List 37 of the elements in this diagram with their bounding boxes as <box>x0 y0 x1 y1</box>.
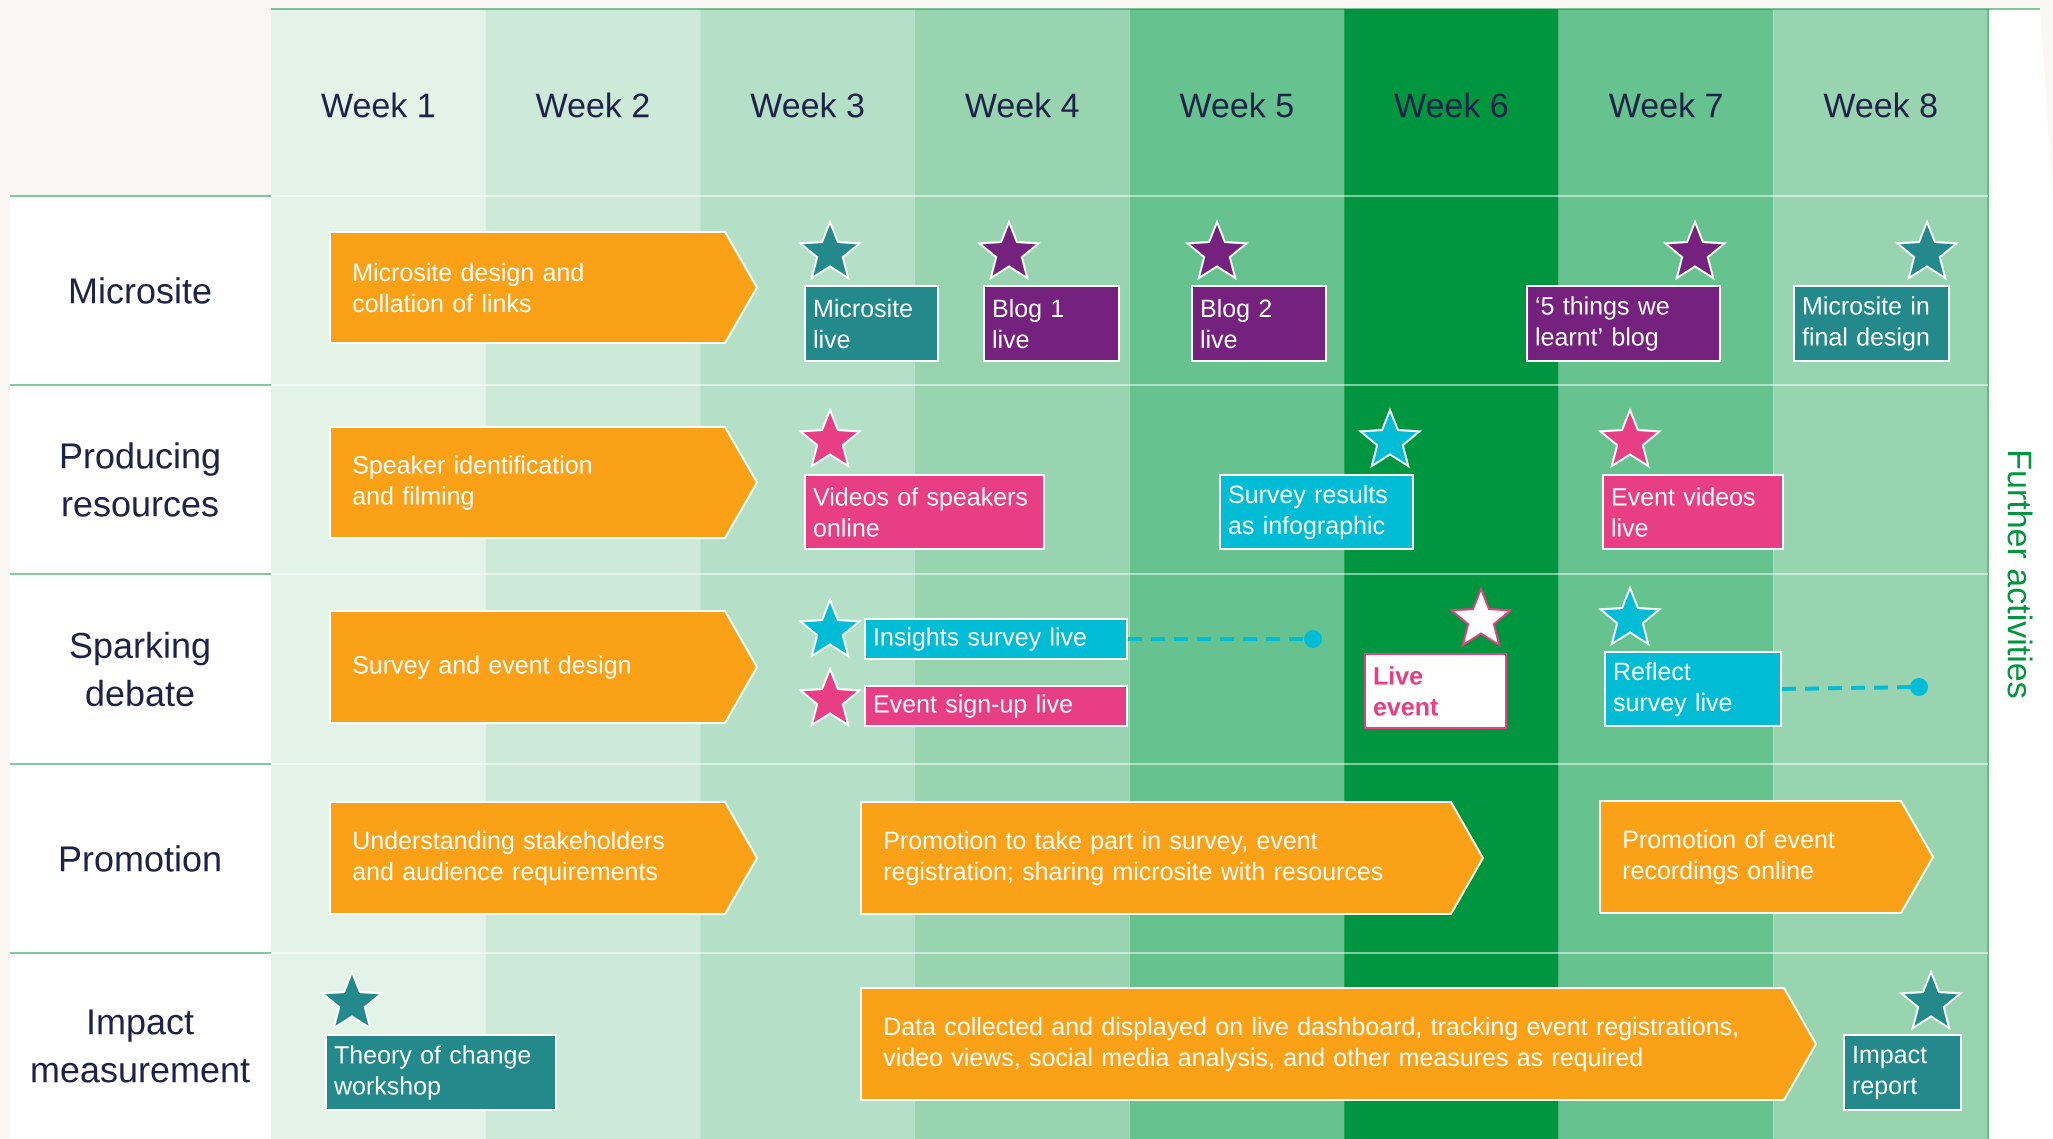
milestone-box: Microsite in final design <box>1793 285 1950 362</box>
milestone-box: Reflect survey live <box>1604 651 1782 727</box>
milestone-box: Microsite live <box>804 285 939 362</box>
milestone-box: Live event <box>1364 653 1507 729</box>
row-header: Producing resources <box>61 442 219 517</box>
week-header: Week 6 <box>1394 92 1508 118</box>
week-header: Week 8 <box>1823 92 1937 118</box>
side-heading: Further activities <box>2007 452 2033 698</box>
task-banner: Survey and event design <box>329 610 759 724</box>
dashed-connector <box>1782 678 1928 696</box>
dashed-connector <box>1128 630 1322 648</box>
row-header: Promotion <box>60 845 220 872</box>
milestone-box: Blog 1 live <box>983 285 1120 362</box>
milestone-box: Videos of speakers online <box>804 474 1045 550</box>
task-banner: Promotion of event recordings online <box>1599 800 1935 914</box>
milestone-box: Insights survey live <box>864 618 1128 660</box>
week-header: Week 1 <box>321 92 434 118</box>
milestone-box: Event videos live <box>1602 474 1784 550</box>
row-header: Microsite <box>70 277 211 304</box>
week-header: Week 3 <box>750 92 864 118</box>
row-header: Impact measurement <box>32 1009 250 1083</box>
row-header: Sparking debate <box>70 631 209 707</box>
task-banner: Promotion to take part in survey, event registration; sharing microsite with resources <box>860 801 1485 915</box>
task-banner: Understanding stakeholders and audience requirements <box>329 801 759 915</box>
milestone-box: ‘5 things we learnt’ blog <box>1526 285 1721 362</box>
task-banner: Data collected and displayed on live dashboard, tracking event registrations, video views, social media analysis, and other measures as required <box>860 987 1818 1101</box>
milestone-box: Survey results as infographic <box>1219 474 1414 550</box>
week-header: Week 5 <box>1179 92 1293 118</box>
task-banner: Speaker identification and filming <box>329 426 759 539</box>
milestone-box: Theory of change workshop <box>325 1034 557 1111</box>
milestone-box: Blog 2 live <box>1191 285 1327 362</box>
week-header: Week 2 <box>535 92 649 118</box>
week-header: Week 4 <box>965 92 1079 118</box>
milestone-box: Event sign-up live <box>864 685 1128 727</box>
week-header: Week 7 <box>1608 92 1722 118</box>
milestone-box: Impact report <box>1843 1034 1962 1111</box>
task-banner: Microsite design and collation of links <box>329 231 759 344</box>
